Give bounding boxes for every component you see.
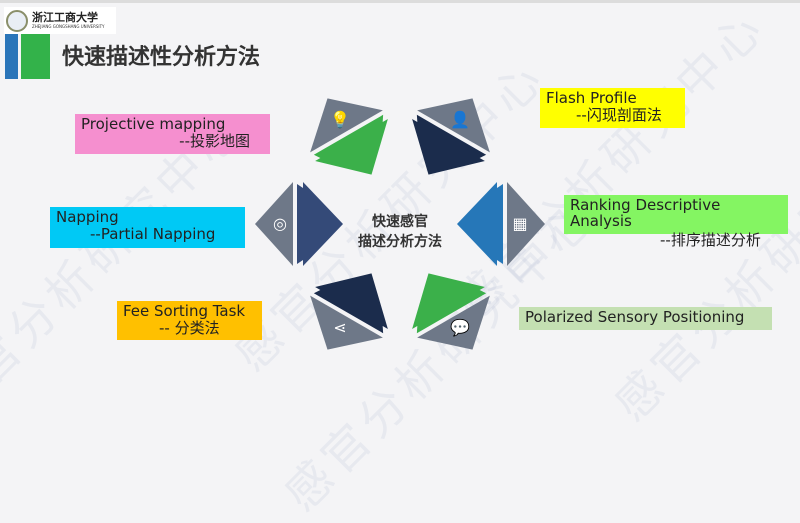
segment-inner-arrow (313, 114, 388, 175)
method-cn: --闪现剖面法 (576, 106, 662, 124)
diagram-segment (457, 182, 545, 266)
diagram-segment (412, 273, 490, 350)
method-fee-sorting-task: Fee Sorting Task -- 分类法 (117, 301, 262, 340)
university-name-en: ZHEJIANG GONGSHANG UNIVERSITY (32, 24, 105, 29)
chat-icon: 💬 (450, 317, 470, 337)
diagram-segment (310, 273, 388, 350)
segment-inner-arrow (313, 273, 388, 334)
university-seal-icon (6, 9, 28, 32)
center-line-2: 描述分析方法 (358, 234, 442, 250)
diagram-center-label: 快速感官 描述分析方法 (340, 212, 460, 252)
method-name: Fee Sorting Task (123, 302, 246, 320)
lightbulb-icon: 💡 (330, 110, 350, 130)
method-projective-mapping: Projective mapping --投影地图 (75, 114, 270, 154)
segment-outer-triangle (255, 182, 293, 266)
method-ranking-descriptive-analysis: Ranking Descriptive Analysis (564, 195, 788, 234)
person-icon: 👤 (450, 110, 470, 130)
top-border (0, 0, 800, 3)
title-accent-green (21, 34, 50, 79)
segment-outer-triangle (417, 98, 490, 153)
method-polarized-sensory-positioning: Polarized Sensory Positioning (519, 307, 772, 330)
segment-outer-triangle (310, 295, 383, 350)
method-name: Flash Profile (546, 89, 637, 107)
method-cn: --Partial Napping (90, 225, 216, 243)
diagram-segment (310, 98, 388, 175)
segment-inner-arrow (297, 182, 343, 266)
method-name: Napping (56, 208, 119, 226)
method-name: Polarized Sensory Positioning (525, 308, 745, 326)
method-cn: --投影地图 (179, 132, 250, 150)
segment-outer-triangle (310, 98, 383, 153)
segment-inner-arrow (412, 114, 487, 175)
diagram-segment (255, 182, 343, 266)
university-name: 浙江工商大学 (32, 11, 98, 24)
title-accent-blue (5, 34, 18, 79)
weibo-icon: ◎ (273, 214, 287, 233)
diagram-segment (412, 98, 490, 175)
segment-inner-arrow (412, 273, 487, 334)
method-napping: Napping --Partial Napping (50, 207, 245, 248)
method-name: Ranking Descriptive Analysis (570, 196, 721, 230)
cycle-diagram (255, 98, 545, 350)
segment-outer-triangle (507, 182, 545, 266)
segment-inner-arrow (457, 182, 503, 266)
method-flash-profile: Flash Profile --闪现剖面法 (540, 88, 685, 128)
segment-outer-triangle (417, 295, 490, 350)
university-logo: 浙江工商大学 ZHEJIANG GONGSHANG UNIVERSITY (4, 7, 116, 34)
grid-icon: ▦ (512, 214, 528, 233)
center-line-1: 快速感官 (372, 214, 428, 230)
share-icon: ⋖ (333, 317, 347, 337)
page-title: 快速描述性分析方法 (62, 45, 261, 70)
method-cn: --排序描述分析 (660, 231, 761, 249)
method-name: Projective mapping (81, 115, 226, 133)
method-cn: -- 分类法 (159, 319, 220, 337)
